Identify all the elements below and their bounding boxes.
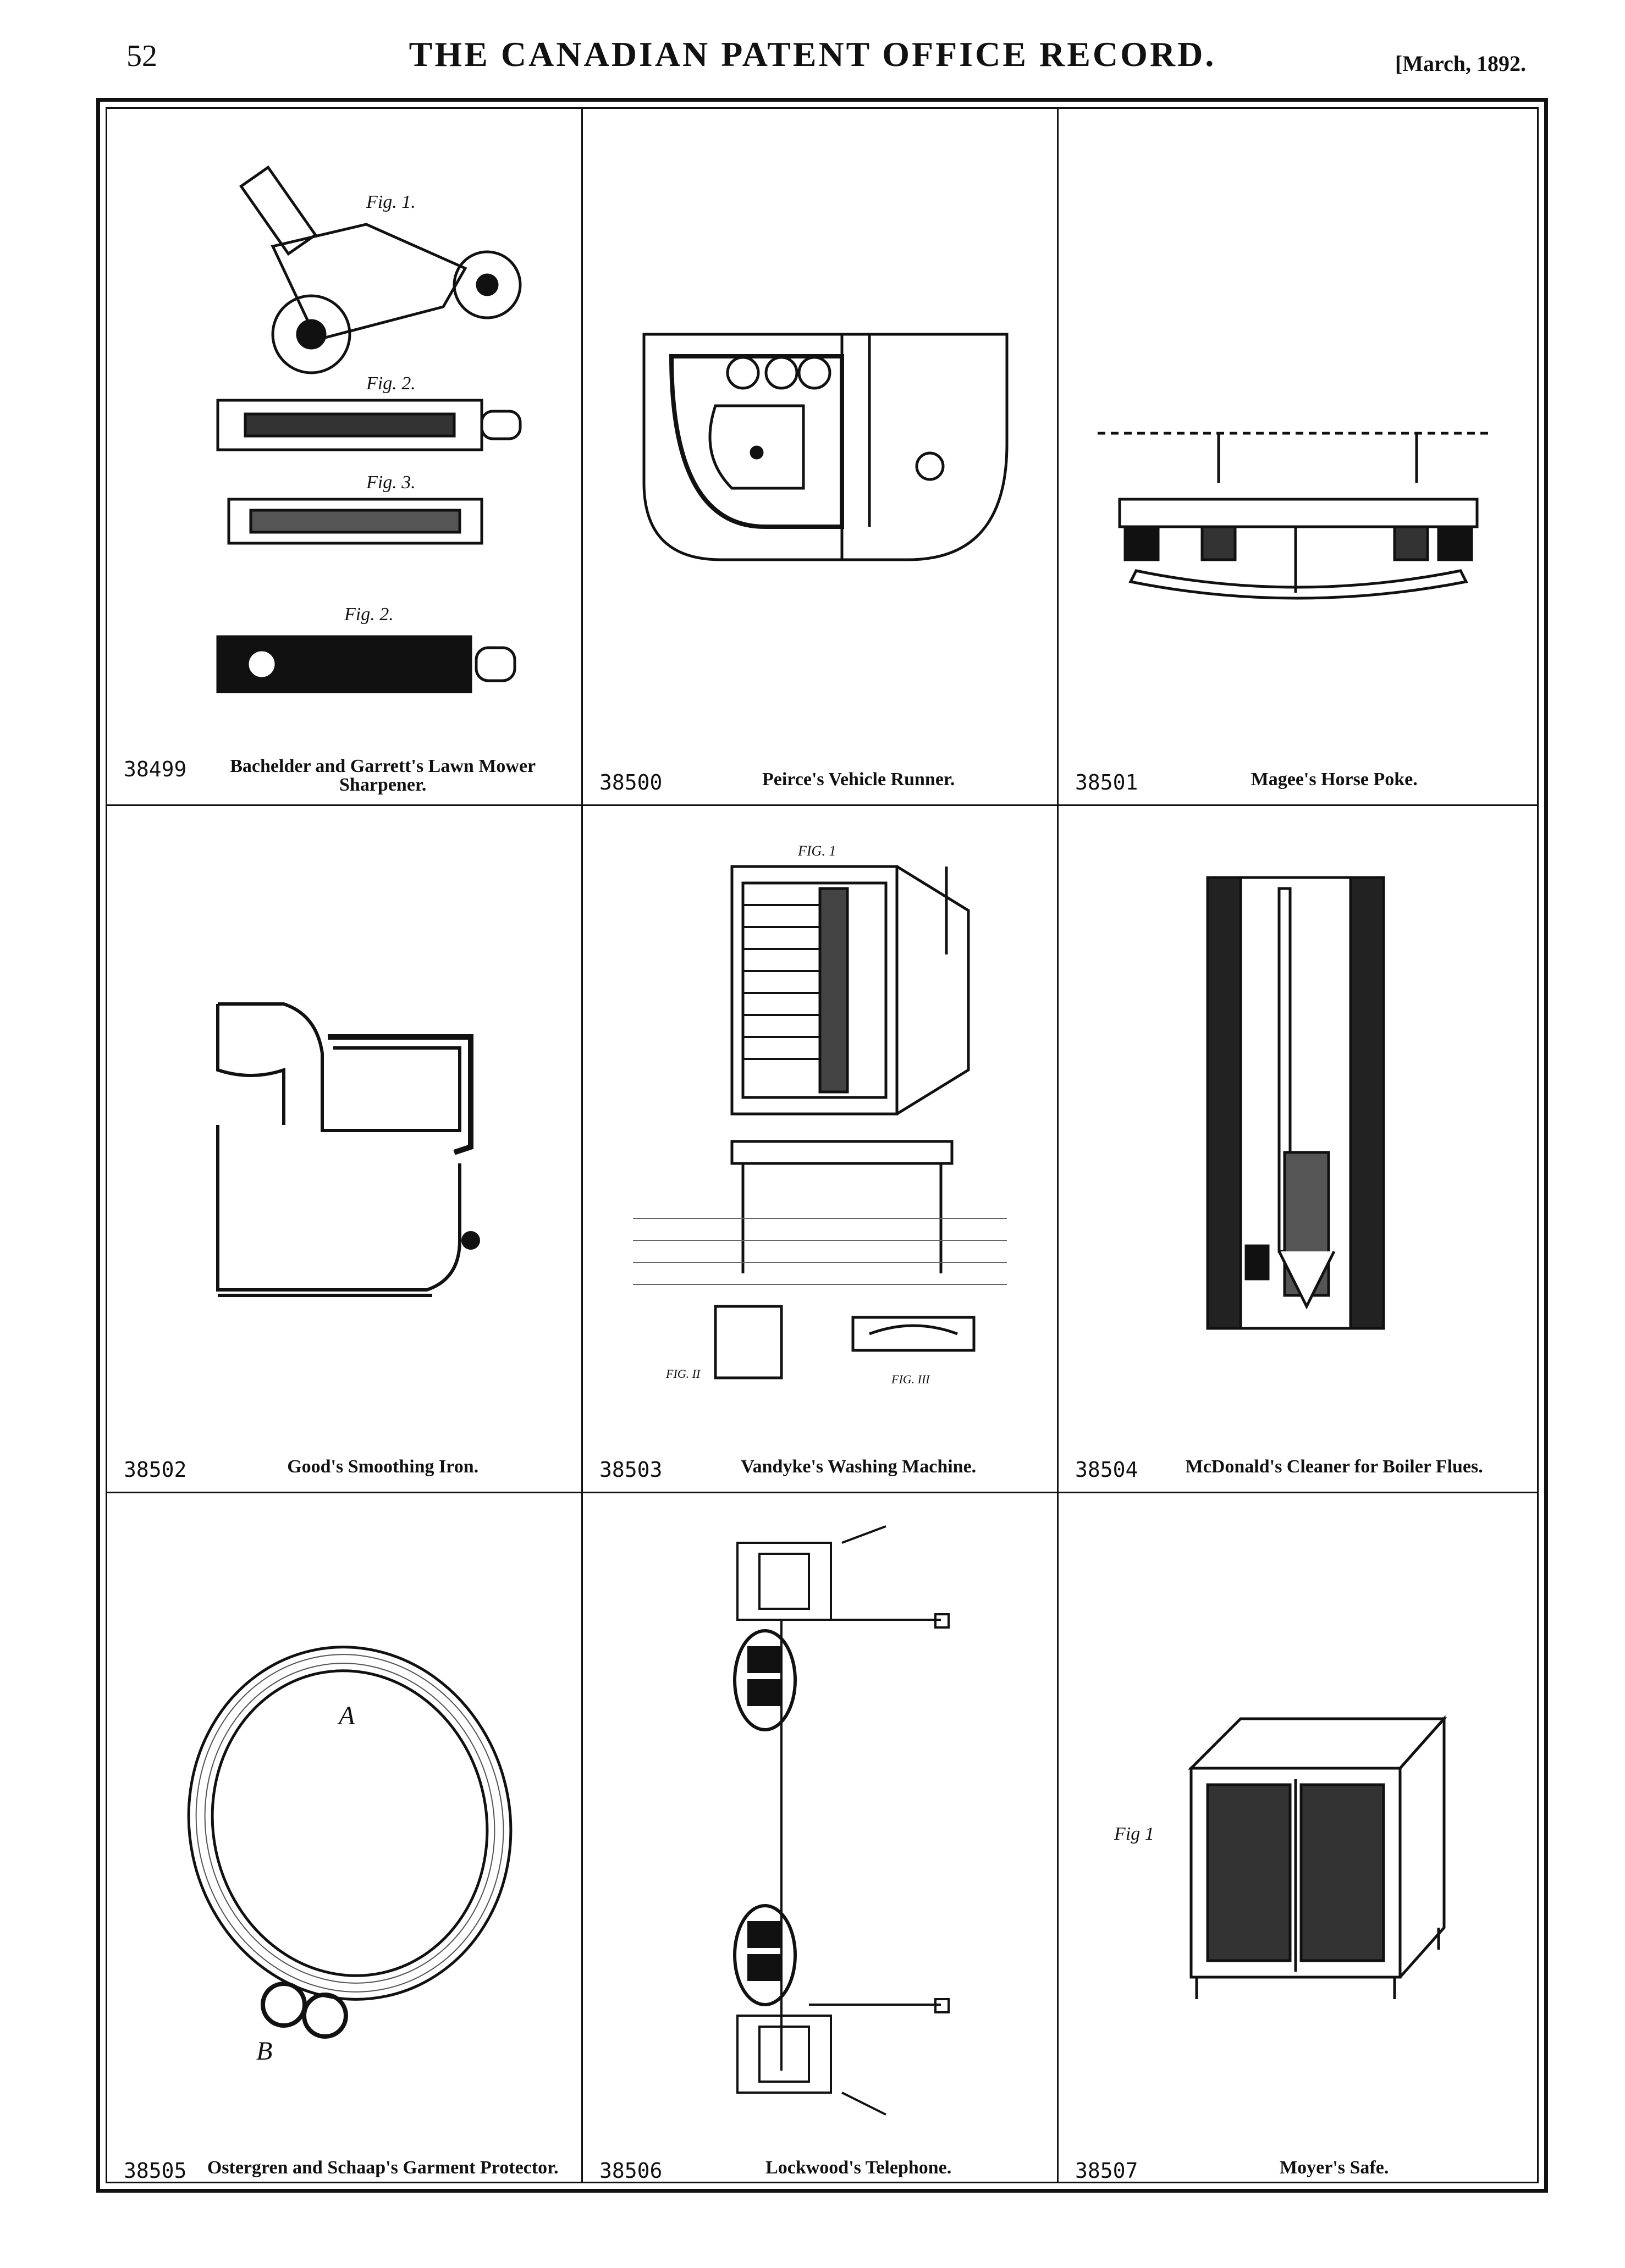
patent-cell-38505: A B 38505 Ostergren and Schaap's Garment… [107,1493,581,2193]
patent-cell-38503: FIG. 1 FIG. II FIG. III 38503 Vandyke's … [583,806,1057,1492]
fig-label: Fig. 3. [366,472,416,493]
patent-grid: Fig. 1. Fig. 2. Fig. 3. Fig. 2. 38499 Ba… [106,107,1539,2183]
page-number: 52 [126,39,157,73]
fig-label: Fig 1 [1114,1824,1154,1844]
fig-label: Fig. 1. [366,192,416,212]
grid-divider-vertical [1057,109,1059,2182]
patent-number: 38507 [1075,2159,1138,2183]
patent-title: Magee's Horse Poke. [1251,769,1418,790]
fig-label: FIG. III [891,1372,930,1386]
patent-cell-38500: 38500 Peirce's Vehicle Runner. [583,109,1057,804]
lawn-mower-sharpener-drawing: Fig. 1. Fig. 2. Fig. 3. Fig. 2. [216,165,522,693]
fig-letter-a: A [337,1701,355,1730]
patent-caption: 38504 McDonald's Cleaner for Boiler Flue… [1075,1458,1516,1482]
patent-drawings-frame: Fig. 1. Fig. 2. Fig. 3. Fig. 2. 38499 Ba… [96,98,1548,2193]
patent-cell-38507: Fig 1 38507 Moyer's Safe. [1059,1493,1533,2193]
fig-label: Fig. 2. [344,604,394,625]
patent-number: 38503 [599,1458,663,1482]
patent-cell-38499: Fig. 1. Fig. 2. Fig. 3. Fig. 2. 38499 Ba… [107,109,581,804]
patent-number: 38506 [599,2159,663,2183]
patent-caption: 38505 Ostergren and Schaap's Garment Pro… [124,2159,565,2183]
horse-poke-drawing [1098,432,1494,600]
grid-divider-vertical [581,109,583,2182]
journal-title: THE CANADIAN PATENT OFFICE RECORD. [409,35,1216,74]
patent-caption: 38499 Bachelder and Garrett's Lawn Mower… [124,757,565,794]
patent-number: 38504 [1075,1458,1138,1482]
patent-number: 38505 [124,2159,187,2183]
patent-cell-38504: 38504 McDonald's Cleaner for Boiler Flue… [1059,806,1533,1492]
patent-caption: 38502 Good's Smoothing Iron. [124,1458,565,1482]
patent-caption: 38501 Magee's Horse Poke. [1075,769,1516,795]
patent-title: Bachelder and Garrett's Lawn Mower Sharp… [230,756,536,795]
patent-title: Good's Smoothing Iron. [287,1456,479,1477]
patent-title: McDonald's Cleaner for Boiler Flues. [1185,1456,1483,1477]
grid-divider-horizontal [107,804,1537,806]
fig-label: FIG. II [665,1367,701,1381]
safe-drawing: Fig 1 [1114,1715,1447,1999]
patent-title: Lockwood's Telephone. [765,2157,952,2178]
vehicle-runner-drawing [642,333,1009,561]
patent-title: Moyer's Safe. [1280,2157,1389,2178]
smoothing-iron-drawing [216,1002,480,1297]
patent-cell-38502: 38502 Good's Smoothing Iron. [107,806,581,1492]
telephone-drawing [733,1525,950,2116]
patent-number: 38502 [124,1458,187,1482]
patent-caption: 38500 Peirce's Vehicle Runner. [599,769,1040,795]
patent-title: Vandyke's Washing Machine. [741,1456,977,1477]
patent-number: 38499 [124,757,187,781]
fig-label: Fig. 2. [366,373,416,394]
page-header: 52 THE CANADIAN PATENT OFFICE RECORD. [M… [0,0,1625,99]
patent-caption: 38503 Vandyke's Washing Machine. [599,1458,1040,1482]
boiler-flue-cleaner-drawing [1206,876,1385,1330]
patent-cell-38501: 38501 Magee's Horse Poke. [1059,109,1533,804]
grid-divider-horizontal [107,1492,1537,1493]
garment-protector-drawing: A B [187,1646,513,2066]
patent-title: Peirce's Vehicle Runner. [762,769,955,790]
patent-caption: 38506 Lockwood's Telephone. [599,2159,1040,2183]
issue-date: [March, 1892. [1395,51,1526,76]
fig-letter-b: B [256,2037,272,2066]
patent-number: 38501 [1075,770,1138,794]
patent-title: Ostergren and Schaap's Garment Protector… [207,2157,559,2178]
fig-label: FIG. 1 [797,843,836,859]
patent-cell-38506: 38506 Lockwood's Telephone. [583,1493,1057,2193]
patent-caption: 38507 Moyer's Safe. [1075,2159,1516,2183]
washing-machine-drawing: FIG. 1 FIG. II FIG. III [633,843,1007,1386]
patent-number: 38500 [599,770,663,794]
